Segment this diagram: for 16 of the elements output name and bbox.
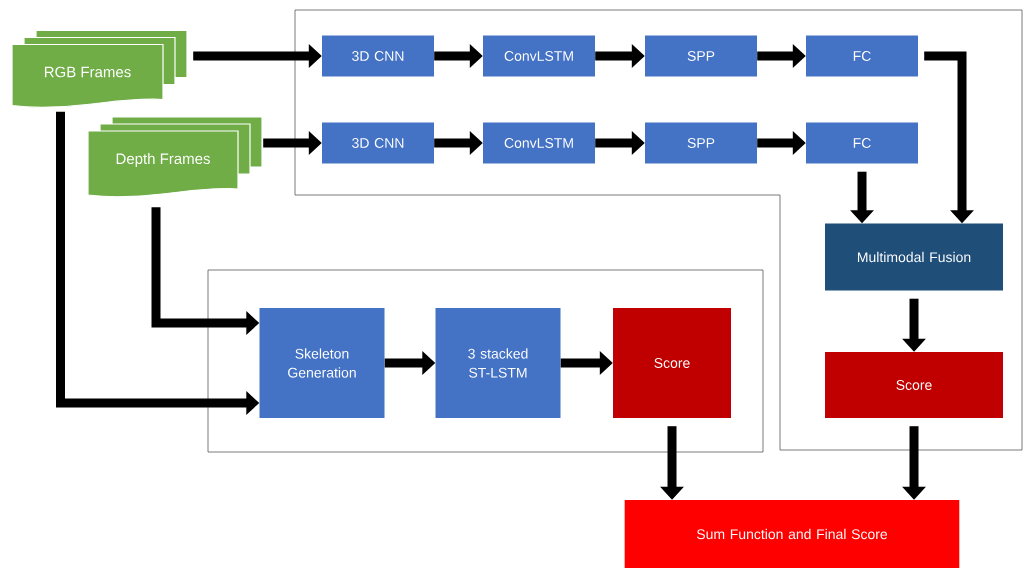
process-box: ConvLSTM xyxy=(483,122,595,164)
process-box: FC xyxy=(806,35,918,77)
process-box: SPP xyxy=(645,122,757,164)
process-box: Score xyxy=(825,352,1003,418)
process-box: 3D CNN xyxy=(322,35,434,77)
process-box: 3 stacked ST-LSTM xyxy=(435,308,561,418)
process-box: 3D CNN xyxy=(322,122,434,164)
frames-stack: Depth Frames xyxy=(87,116,263,198)
process-box: Score xyxy=(613,308,731,418)
process-box: ConvLSTM xyxy=(483,35,595,77)
process-box: Sum Function and Final Score xyxy=(624,500,960,568)
frames-stack: RGB Frames xyxy=(11,29,188,108)
process-box: SPP xyxy=(645,35,757,77)
process-box: FC xyxy=(806,122,918,164)
process-box: Skeleton Generation xyxy=(259,308,385,418)
process-box: Multimodal Fusion xyxy=(825,223,1003,291)
